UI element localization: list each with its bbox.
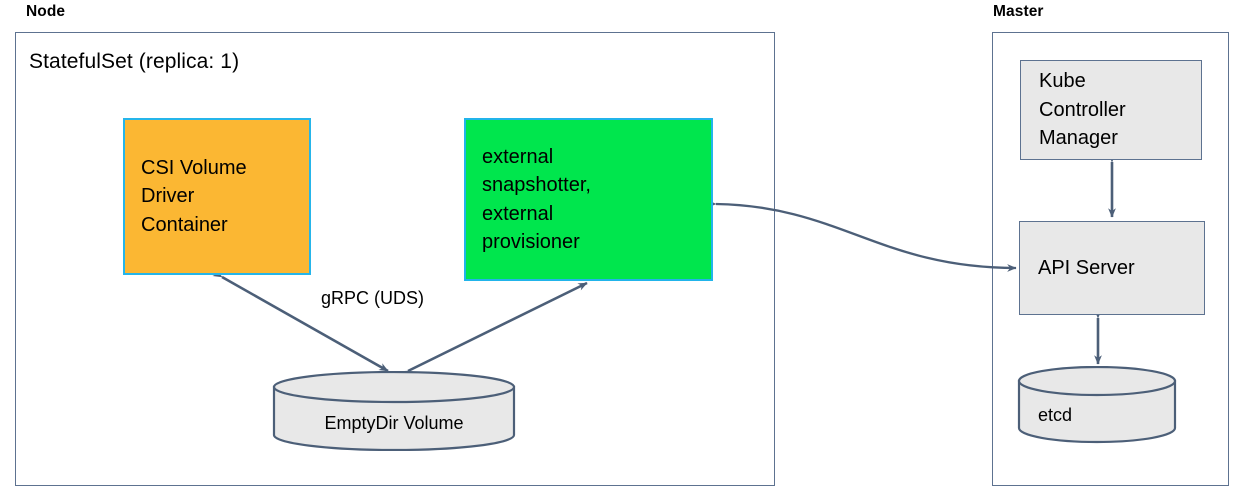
edge-label-grpc-uds: gRPC (UDS) <box>321 288 425 308</box>
node-csi-volume-driver-container[interactable]: CSI Volume Driver Container <box>123 118 311 275</box>
node-external-snapshotter-provisioner[interactable]: external snapshotter, external provision… <box>464 118 713 281</box>
node-csi-volume-driver-container-label: CSI Volume Driver Container <box>141 156 247 236</box>
emptydir-cylinder-shape <box>272 370 516 452</box>
node-api-server-label: API Server <box>1038 256 1135 279</box>
group-label-master: Master <box>993 3 1044 20</box>
etcd-cylinder-shape <box>1017 365 1177 444</box>
node-kube-controller-manager-label: Kube Controller Manager <box>1039 70 1126 150</box>
group-label-node: Node <box>26 3 66 20</box>
node-kube-controller-manager[interactable]: Kube Controller Manager <box>1020 60 1202 160</box>
node-api-server[interactable]: API Server <box>1019 221 1205 315</box>
node-emptydir-volume[interactable]: EmptyDir Volume <box>272 370 516 452</box>
node-external-snapshotter-provisioner-label: external snapshotter, external provision… <box>482 145 591 253</box>
statefulset-title: StatefulSet (replica: 1) <box>29 50 240 73</box>
node-etcd[interactable]: etcd <box>1017 365 1177 444</box>
